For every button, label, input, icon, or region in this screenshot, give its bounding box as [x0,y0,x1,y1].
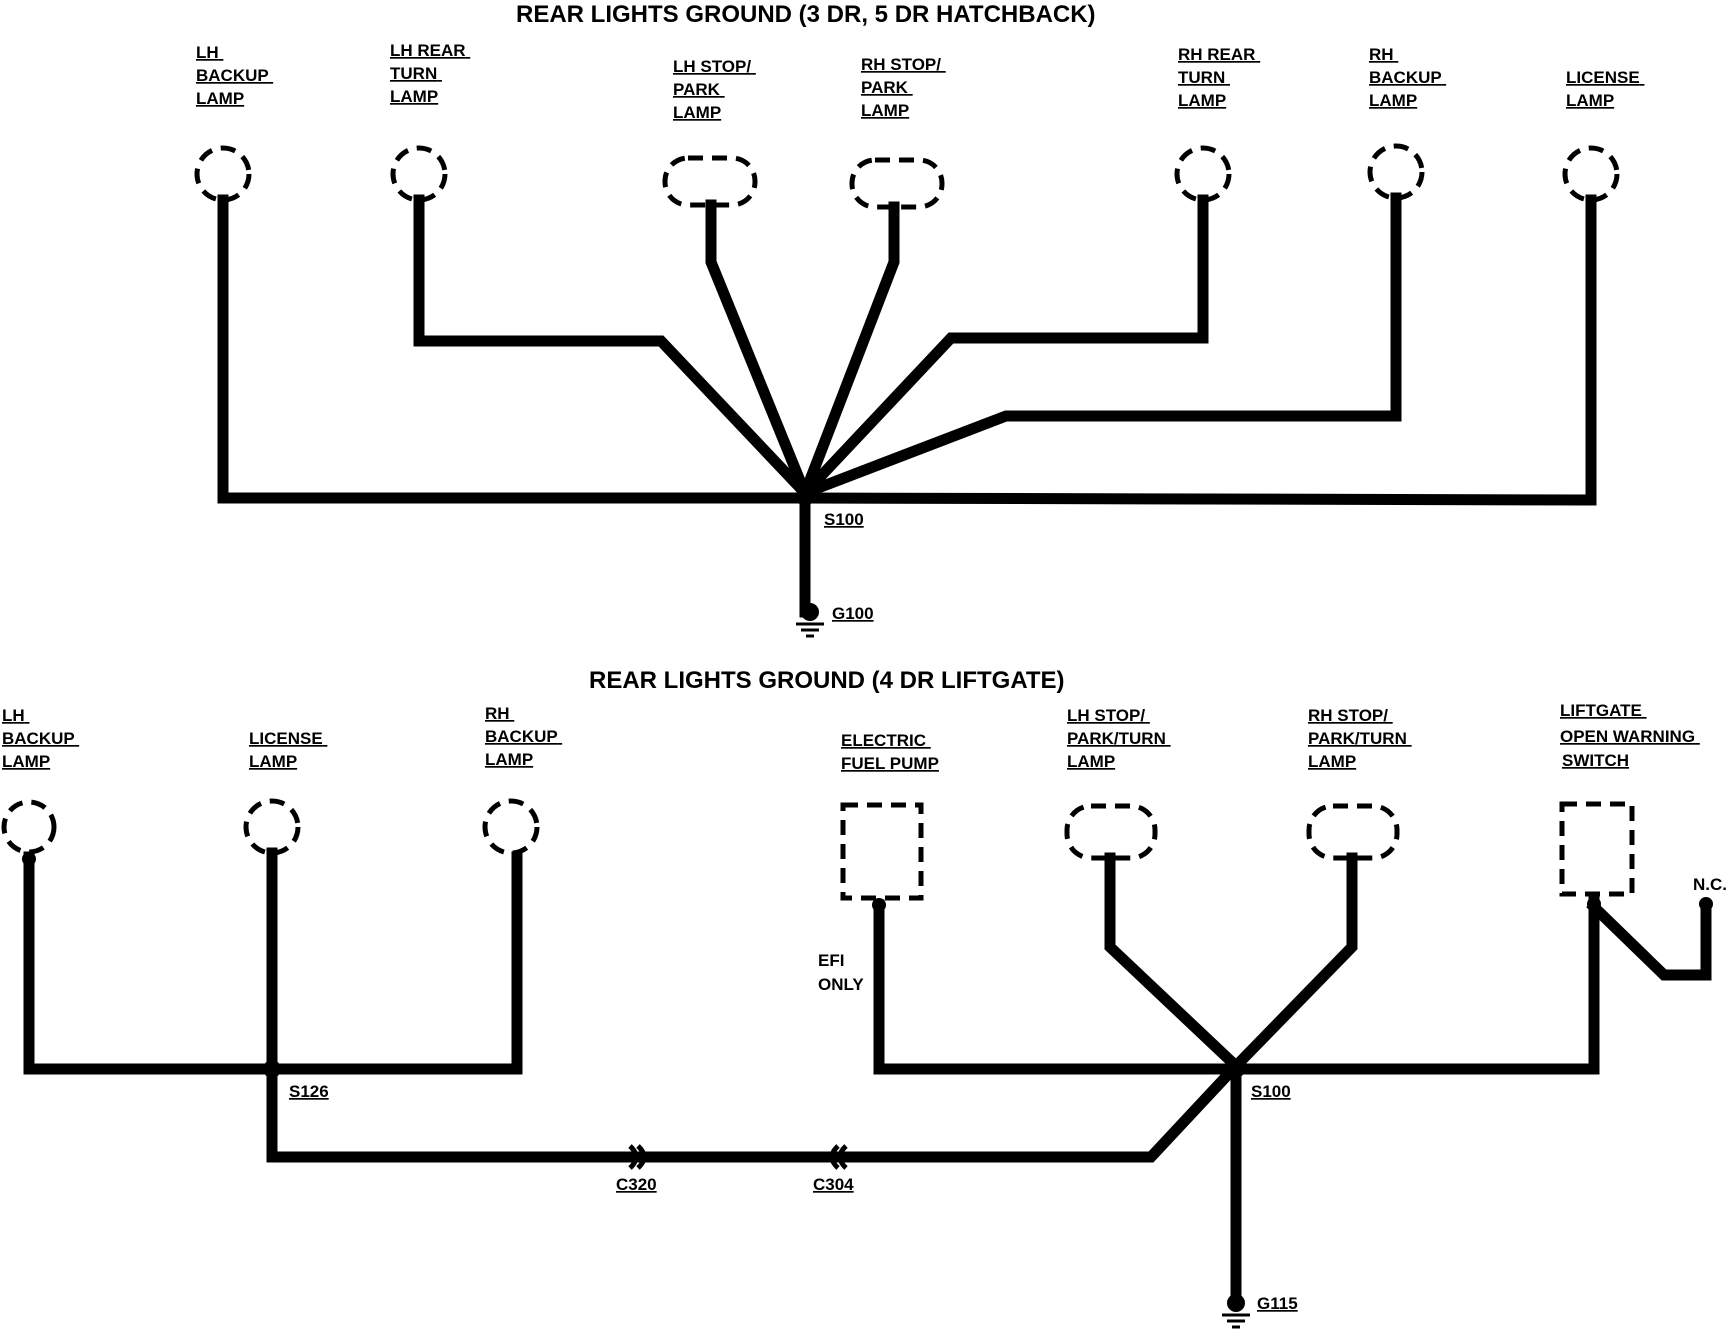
bottom-splice-s100 [1227,1060,1245,1078]
bottom-liftgate-switch-label: LIFTGATE OPEN WARNING SWITCH [1560,701,1700,770]
top-license-label: LICENSE LAMP [1566,68,1644,110]
bottom-splice-s126 [263,1060,281,1078]
top-rh-backup-label: RH BACKUP LAMP [1369,45,1446,110]
top-ground-label: G100 [832,604,874,623]
top-rh-backup-lamp [1367,143,1425,201]
bottom-fuel-pump-label: ELECTRIC FUEL PUMP [841,731,939,773]
bottom-nc-label: N.C. [1693,875,1727,894]
top-splice-label: S100 [824,510,864,529]
bottom-license-label: LICENSE LAMP [249,729,327,771]
top-rh-rear-turn-lamp [1174,145,1232,203]
bottom-lh-backup-label: LH BACKUP LAMP [2,706,79,771]
bottom-terminals [22,852,1713,912]
bottom-title: REAR LIGHTS GROUND (4 DR LIFTGATE) [589,667,1065,694]
top-lh-rear-turn-label: LH REAR TURN LAMP [390,41,470,106]
bottom-wires [23,847,1712,1308]
bottom-rh-backup-lamp [482,798,540,856]
bottom-diagram: REAR LIGHTS GROUND (4 DR LIFTGATE) LH BA… [1,667,1727,1329]
top-license-lamp [1562,145,1620,203]
top-splice-s100 [796,488,814,506]
bottom-splice-left-label: S126 [289,1082,329,1101]
bottom-ground-g115-icon [1222,1294,1250,1329]
top-wires [217,192,1597,618]
bottom-license-lamp [243,798,301,856]
bottom-rh-stop-park-turn-label: RH STOP/ PARK/TURN LAMP [1308,706,1412,771]
bottom-connector-2-label: C304 [813,1175,854,1194]
top-title: REAR LIGHTS GROUND (3 DR, 5 DR HATCHBACK… [516,1,1096,28]
top-ground-g100-icon [796,603,824,638]
top-lh-rear-turn-lamp [390,145,448,203]
bottom-liftgate-open-warning-switch [1559,801,1635,897]
bottom-lh-backup-lamp [1,799,57,855]
bottom-rh-backup-label: RH BACKUP LAMP [485,704,562,769]
top-rh-stop-park-label: RH STOP/ PARK LAMP [861,55,946,120]
top-diagram: REAR LIGHTS GROUND (3 DR, 5 DR HATCHBACK… [194,1,1644,638]
bottom-efi-note: EFI ONLY [818,951,864,994]
top-lh-backup-label: LH BACKUP LAMP [196,43,273,108]
bottom-connector-c320-icon [628,1144,647,1170]
top-rh-rear-turn-label: RH REAR TURN LAMP [1178,45,1260,110]
bottom-lh-stop-park-turn-label: LH STOP/ PARK/TURN LAMP [1067,706,1171,771]
bottom-lh-stop-park-turn-lamp [1064,803,1158,861]
bottom-electric-fuel-pump [840,802,924,901]
top-lh-backup-lamp [194,145,252,203]
top-lh-stop-park-label: LH STOP/ PARK LAMP [673,57,756,122]
top-lh-stop-park-lamp [662,155,758,208]
bottom-rh-stop-park-turn-lamp [1306,803,1400,861]
bottom-connector-c304-icon [829,1144,848,1170]
bottom-splice-right-label: S100 [1251,1082,1291,1101]
top-rh-stop-park-lamp [849,157,945,210]
bottom-connector-1-label: C320 [616,1175,657,1194]
bottom-ground-label: G115 [1257,1294,1298,1313]
